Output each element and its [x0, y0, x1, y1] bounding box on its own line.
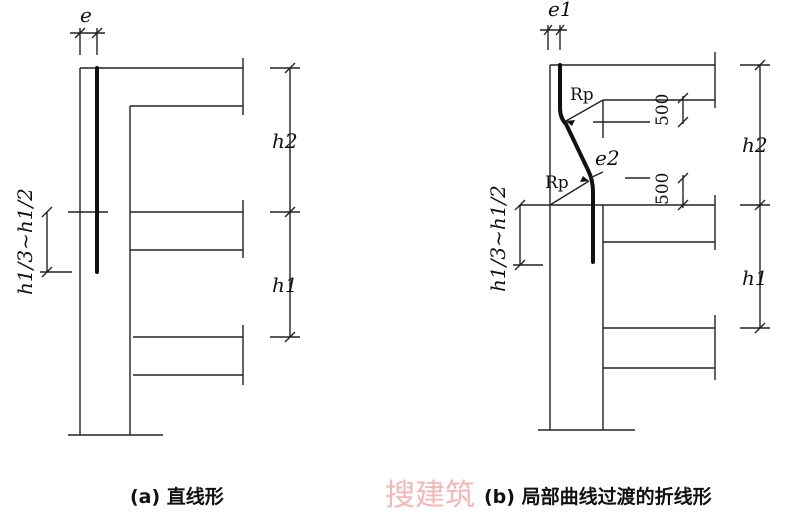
caption-b: (b) 局部曲线过渡的折线形: [484, 486, 712, 508]
dim-500-upper: 500: [653, 94, 673, 126]
e2-label: e2: [595, 146, 620, 170]
h2-label-a: h2: [272, 129, 298, 153]
range-label-b: h1/3~h1/2: [486, 185, 510, 292]
caption-a: (a) 直线形: [130, 486, 224, 508]
e1-label: e1: [548, 0, 573, 21]
figure-b-drawing: [513, 24, 770, 431]
watermark: 搜建筑: [385, 478, 475, 513]
range-label-a: h1/3~h1/2: [13, 188, 37, 295]
h1-label-b: h1: [742, 266, 768, 290]
dim-500-lower: 500: [653, 173, 673, 205]
rp-label-upper: Rp: [570, 85, 594, 105]
h1-label-a: h1: [272, 273, 298, 297]
rp-label-lower: Rp: [545, 173, 569, 193]
e-label: e: [80, 3, 92, 27]
figure-a-drawing: [40, 27, 300, 436]
h2-label-b: h2: [742, 133, 768, 157]
